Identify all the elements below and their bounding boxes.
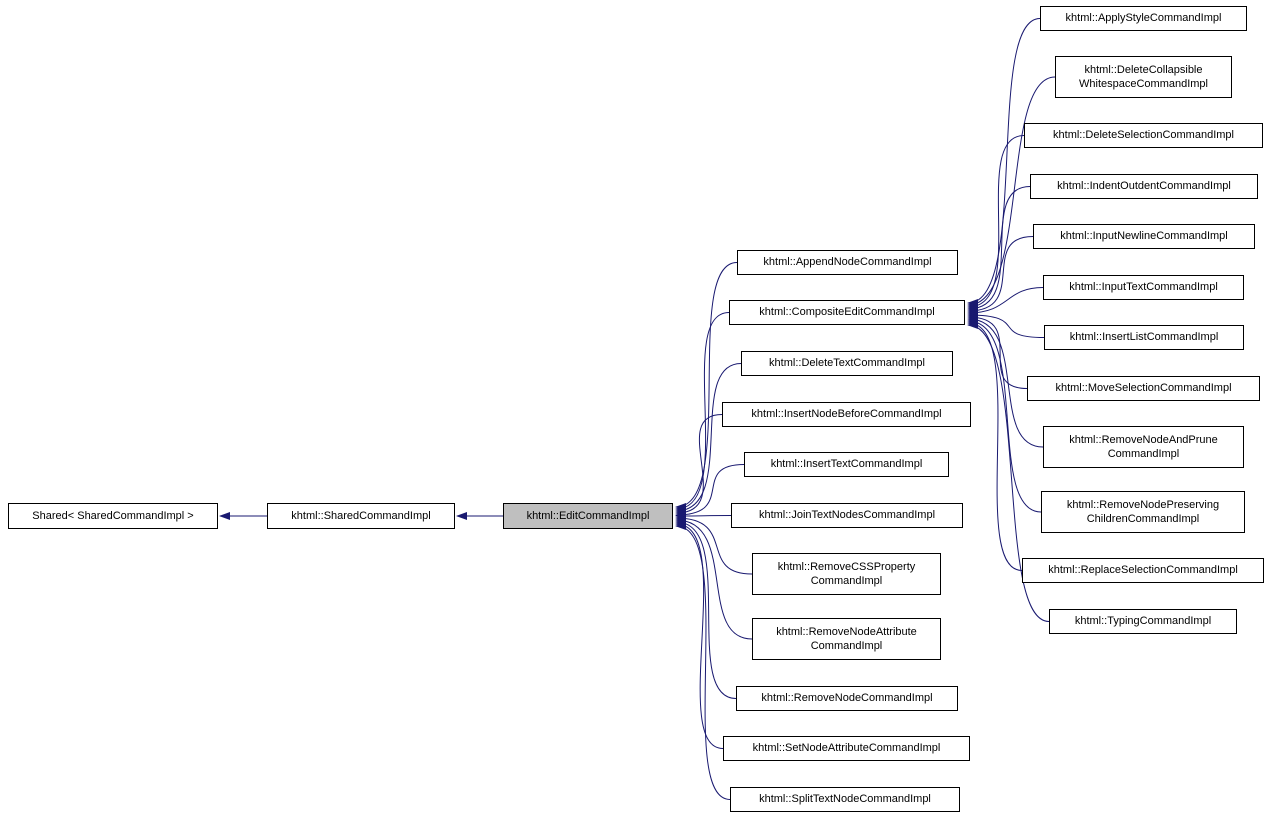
edge-insertnodebefore-to-editcommandimpl — [675, 414, 723, 517]
edge-deleteselection-to-compositeedit — [967, 135, 1025, 311]
node-replaceselectioncommandimpl[interactable]: khtml::ReplaceSelectionCommandImpl — [1022, 558, 1264, 583]
node-compositeeditcommandimpl[interactable]: khtml::CompositeEditCommandImpl — [729, 300, 965, 325]
node-deletetextcommandimpl[interactable]: khtml::DeleteTextCommandImpl — [741, 351, 953, 376]
node-moveselectioncommandimpl[interactable]: khtml::MoveSelectionCommandImpl — [1027, 376, 1260, 401]
node-shared-sharedcommandimpl[interactable]: Shared< SharedCommandImpl > — [8, 503, 218, 529]
node-khtml-sharedcommandimpl[interactable]: khtml::SharedCommandImpl — [267, 503, 455, 529]
node-indentoutdentcommandimpl[interactable]: khtml::IndentOutdentCommandImpl — [1030, 174, 1258, 199]
node-removenodecommandimpl[interactable]: khtml::RemoveNodeCommandImpl — [736, 686, 958, 711]
node-khtml-editcommandimpl[interactable]: khtml::EditCommandImpl — [503, 503, 673, 529]
node-removenodeandprunecommandimpl[interactable]: khtml::RemoveNodeAndPrune CommandImpl — [1043, 426, 1244, 468]
edge-replaceselection-to-compositeedit — [967, 319, 1023, 571]
edge-setnodeattribute-to-editcommandimpl — [675, 520, 724, 749]
node-removenodeattributecommandimpl[interactable]: khtml::RemoveNodeAttribute CommandImpl — [752, 618, 941, 660]
edge-splittextnode-to-editcommandimpl — [675, 522, 731, 800]
edge-indentoutdent-to-compositeedit — [967, 186, 1031, 313]
node-jointextnodescommandimpl[interactable]: khtml::JoinTextNodesCommandImpl — [731, 503, 963, 528]
edge-inputtext-to-compositeedit — [967, 287, 1044, 317]
edge-inputnewline-to-compositeedit — [967, 236, 1034, 315]
edge-applystyle-to-compositeedit — [967, 18, 1041, 307]
edge-moveselection-to-compositeedit — [967, 313, 1028, 389]
edge-removenode-to-editcommandimpl — [675, 518, 737, 699]
edge-insertlist-to-compositeedit — [967, 311, 1045, 338]
edge-removenodepreservingchildren-to-compositeedit — [967, 317, 1042, 513]
node-inputnewlinecommandimpl[interactable]: khtml::InputNewlineCommandImpl — [1033, 224, 1255, 249]
edge-jointextnodes-to-editcommandimpl — [675, 511, 732, 520]
node-inputtextcommandimpl[interactable]: khtml::InputTextCommandImpl — [1043, 275, 1244, 300]
node-deletecollapsiblewhitespacecommandimpl[interactable]: khtml::DeleteCollapsible WhitespaceComma… — [1055, 56, 1232, 98]
edge-appendnode-to-editcommandimpl — [675, 262, 738, 511]
node-appendnodecommandimpl[interactable]: khtml::AppendNodeCommandImpl — [737, 250, 958, 275]
node-removenodepreservingchildrencommandimpl[interactable]: khtml::RemoveNodePreserving ChildrenComm… — [1041, 491, 1245, 533]
node-deleteselectioncommandimpl[interactable]: khtml::DeleteSelectionCommandImpl — [1024, 123, 1263, 148]
node-typingcommandimpl[interactable]: khtml::TypingCommandImpl — [1049, 609, 1237, 634]
node-inserttextcommandimpl[interactable]: khtml::InsertTextCommandImpl — [744, 452, 949, 477]
node-splittextnodecommandimpl[interactable]: khtml::SplitTextNodeCommandImpl — [730, 787, 960, 812]
edge-deletetext-to-editcommandimpl — [675, 363, 742, 515]
node-applystylecommandimpl[interactable]: khtml::ApplyStyleCommandImpl — [1040, 6, 1247, 31]
node-removecsspropertycommandimpl[interactable]: khtml::RemoveCSSProperty CommandImpl — [752, 553, 941, 595]
edge-removenodeattribute-to-editcommandimpl — [675, 516, 753, 640]
node-setnodeattributecommandimpl[interactable]: khtml::SetNodeAttributeCommandImpl — [723, 736, 970, 761]
node-insertlistcommandimpl[interactable]: khtml::InsertListCommandImpl — [1044, 325, 1244, 350]
node-insertnodebeforecommandimpl[interactable]: khtml::InsertNodeBeforeCommandImpl — [722, 402, 971, 427]
